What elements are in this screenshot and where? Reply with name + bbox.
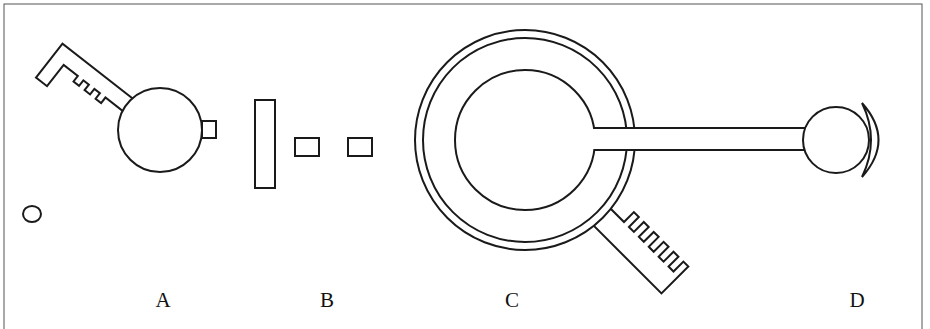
small-ring xyxy=(23,206,41,222)
inner-ring xyxy=(455,70,595,210)
key-head xyxy=(118,88,202,172)
crescent xyxy=(862,103,879,177)
part-letter: B xyxy=(320,290,334,311)
stem xyxy=(594,149,806,151)
key-nub xyxy=(202,121,216,138)
stem-fill xyxy=(585,129,807,149)
part-letter: C xyxy=(505,290,519,311)
part-letter: D xyxy=(849,290,864,311)
end-bulb xyxy=(803,107,869,173)
block xyxy=(348,138,372,156)
stem xyxy=(594,127,806,129)
part-letter: A xyxy=(155,290,170,311)
bar xyxy=(255,100,275,188)
block xyxy=(295,138,319,156)
frame xyxy=(4,4,922,329)
